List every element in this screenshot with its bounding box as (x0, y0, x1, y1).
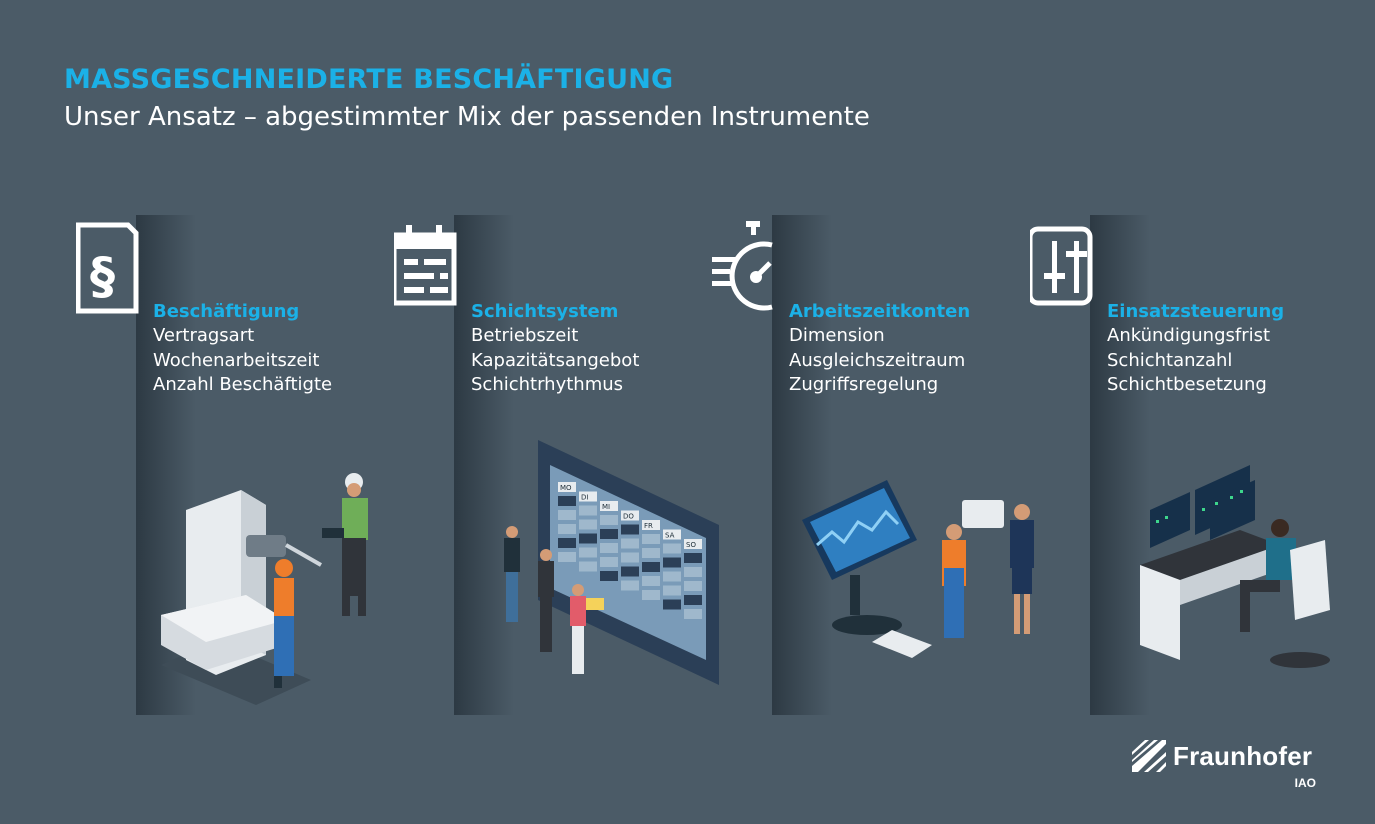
list-item: Schichtrhythmus (471, 374, 624, 395)
schedule-shift-cell (558, 496, 576, 506)
column-einsatzsteuerung: Einsatzsteuerung Ankündigungsfrist Schic… (1027, 215, 1375, 715)
paragraph-document-icon: § (75, 215, 196, 315)
list-item: Vertragsart (153, 325, 255, 346)
machine-workers-illustration (161, 473, 368, 705)
column-heading: Schichtsystem (471, 301, 619, 322)
column-heading: Einsatzsteuerung (1107, 301, 1285, 322)
calendar-icon (391, 215, 514, 315)
sliders-icon (1027, 215, 1150, 315)
schedule-day-labels: MO DI MI DO FR SA SO (558, 482, 702, 619)
list-item: Ausgleichszeitraum (789, 349, 966, 371)
list-item: Schichtanzahl (1107, 349, 1233, 371)
schedule-day-label: DI (581, 494, 588, 502)
list-item: Anzahl Beschäftigte (153, 374, 333, 395)
schedule-shift-cell (600, 557, 618, 567)
column-shade (454, 215, 514, 715)
schedule-board-illustration: MO DI MI DO FR SA SO (504, 440, 719, 685)
schedule-day-label: SA (665, 532, 675, 540)
list-item: Ankündigungsfrist (1107, 325, 1271, 346)
schedule-shift-cell (663, 599, 681, 610)
schedule-shift-cell (642, 590, 660, 600)
schedule-shift-cell (558, 538, 576, 548)
schedule-shift-cell (642, 576, 660, 586)
list-item: Wochenarbeitszeit (153, 349, 320, 371)
schedule-shift-cell (600, 529, 618, 539)
column-arbeitszeitkonten: Arbeitszeitkonten Dimension Ausgleichsze… (704, 215, 1090, 715)
schedule-shift-cell (579, 561, 597, 572)
schedule-shift-cell (579, 505, 597, 516)
control-desk-illustration (1140, 465, 1330, 668)
column-heading: Beschäftigung (153, 301, 300, 322)
schedule-day-cell (621, 510, 639, 521)
fraunhofer-logo-mark-icon (1132, 740, 1166, 772)
schedule-shift-cell (684, 553, 702, 563)
schedule-shift-cell (642, 562, 660, 572)
schedule-shift-cell (684, 567, 702, 577)
schedule-day-label: DO (623, 513, 634, 521)
schedule-day-cell (579, 491, 597, 502)
schedule-shift-cell (621, 524, 639, 535)
list-item: Dimension (789, 325, 885, 346)
fraunhofer-logo: Fraunhofer IAO (1132, 738, 1322, 798)
list-item: Betriebszeit (471, 325, 579, 346)
page-subtitle: Unser Ansatz – abgestimmter Mix der pass… (64, 102, 870, 132)
column-shade (772, 215, 832, 715)
schedule-shift-cell (600, 571, 618, 581)
column-beschaeftigung: § Beschäftigung Vertragsart Wochenarbeit… (75, 215, 454, 715)
schedule-shift-cell (621, 580, 639, 591)
schedule-shift-cell (684, 609, 702, 619)
svg-text:§: § (90, 247, 115, 305)
schedule-day-cell (642, 520, 660, 530)
schedule-shift-cell (558, 524, 576, 534)
schedule-shift-cell (663, 557, 681, 568)
schedule-shift-cell (663, 585, 681, 596)
schedule-shift-cell (600, 543, 618, 553)
schedule-shift-cell (663, 543, 681, 554)
schedule-day-label: SO (686, 541, 696, 549)
schedule-day-label: MI (602, 503, 610, 511)
list-item: Zugriffsregelung (789, 374, 939, 395)
stopwatch-icon (704, 215, 832, 315)
schedule-shift-cell (642, 534, 660, 544)
schedule-day-cell (663, 529, 681, 540)
schedule-shift-cell (684, 581, 702, 591)
logo-name: Fraunhofer (1173, 741, 1313, 771)
schedule-shift-cell (558, 552, 576, 562)
schedule-shift-cell (600, 515, 618, 525)
schedule-day-label: MO (560, 484, 572, 492)
schedule-shift-cell (621, 552, 639, 563)
page-title: MASSGESCHNEIDERTE BESCHÄFTIGUNG (64, 64, 674, 95)
schedule-shift-cell (621, 538, 639, 549)
schedule-shift-cell (621, 566, 639, 577)
schedule-day-cell (684, 539, 702, 549)
schedule-day-cell (558, 482, 576, 492)
monitor-meeting-illustration (802, 480, 1034, 658)
schedule-shift-cell (579, 519, 597, 530)
schedule-shift-cell (579, 547, 597, 558)
column-heading: Arbeitszeitkonten (789, 301, 971, 322)
schedule-day-label: FR (644, 522, 653, 530)
list-item: Schichtbesetzung (1107, 374, 1267, 395)
list-item: Kapazitätsangebot (471, 349, 640, 371)
schedule-shift-cell (684, 595, 702, 605)
schedule-shift-cell (579, 533, 597, 544)
schedule-shift-cell (663, 571, 681, 582)
schedule-shift-cell (642, 548, 660, 558)
schedule-day-cell (600, 501, 618, 511)
logo-sub: IAO (1294, 776, 1316, 790)
column-schichtsystem: Schichtsystem Betriebszeit Kapazitätsang… (391, 215, 772, 715)
schedule-shift-cell (558, 510, 576, 520)
